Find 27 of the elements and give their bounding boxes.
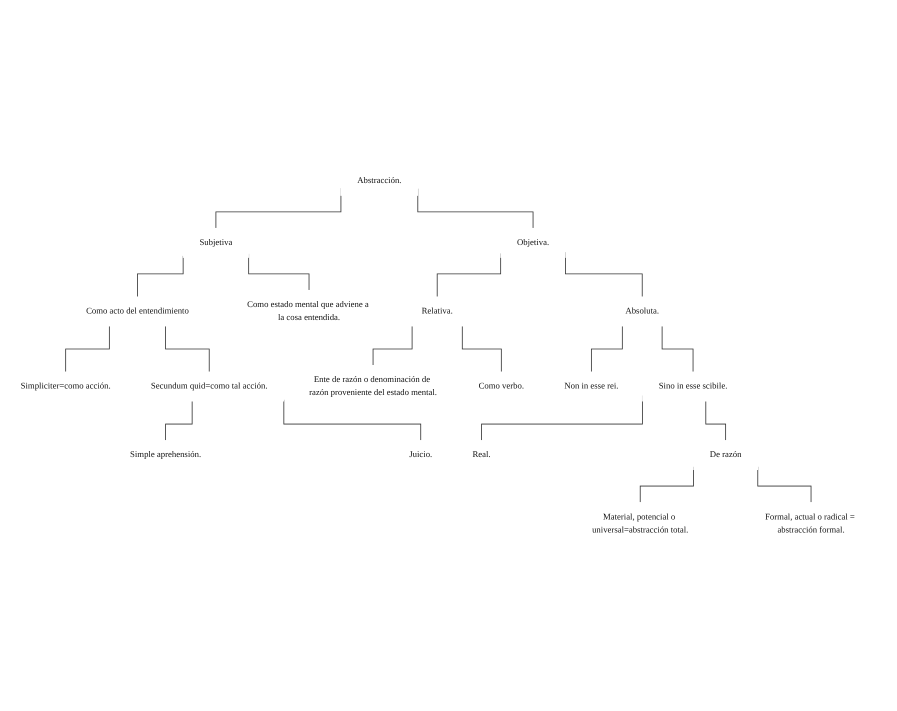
node-text: Absoluta.	[625, 306, 660, 316]
node-text: Juicio.	[409, 450, 432, 460]
connector	[662, 326, 694, 372]
node-text: De razón	[710, 450, 742, 460]
node-text: Simpliciter=como acción.	[20, 382, 111, 391]
node-text: Real.	[472, 450, 491, 460]
node-text: Sino in esse scibile.	[658, 382, 728, 391]
node-text: Formal, actual o radical = abstracción formal.	[765, 512, 855, 534]
node-text: Non in esse rei.	[564, 382, 618, 391]
node-text: Como estado mental que adviene a la cosa entendida.	[247, 300, 369, 322]
node-text: Secundum quid=como tal acción.	[150, 382, 268, 391]
node-text: Simple aprehensión.	[130, 450, 202, 460]
connector	[705, 400, 726, 441]
connector	[165, 400, 193, 441]
connector	[590, 326, 623, 372]
connector	[137, 255, 184, 298]
connector	[165, 326, 210, 372]
node-text: Como verbo.	[478, 382, 524, 391]
connector	[283, 399, 422, 441]
node-text: Como acto del entendimiento	[86, 306, 189, 316]
node-text: Material, potencial o universal=abstracción total.	[592, 512, 688, 534]
connector	[65, 326, 110, 372]
connector	[372, 326, 412, 366]
node-text: Subjetiva	[199, 238, 232, 248]
connector	[462, 326, 502, 372]
node-text: Relativa.	[422, 306, 453, 316]
node-text: Ente de razón o denominación de razón proveniente del estado mental.	[309, 375, 437, 398]
